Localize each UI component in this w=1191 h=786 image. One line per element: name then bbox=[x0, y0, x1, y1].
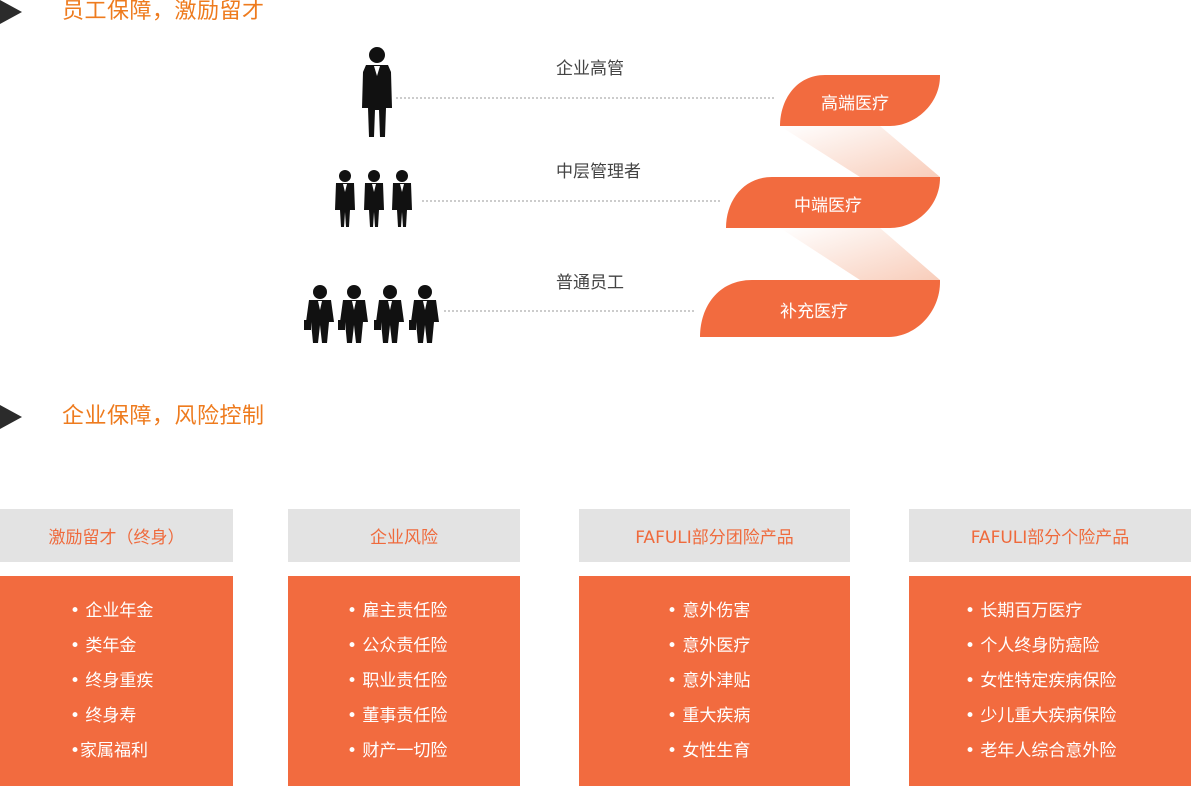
ribbon-basic bbox=[700, 280, 940, 337]
list-item: • 意外津贴 bbox=[667, 671, 751, 691]
play-arrow-icon bbox=[0, 0, 22, 24]
list-item: • 女性特定疾病保险 bbox=[965, 671, 1117, 691]
tier-label-executive: 企业高管 bbox=[556, 59, 624, 79]
list-item: • 长期百万医疗 bbox=[965, 601, 1083, 621]
ribbon-label-mid-end: 中端医疗 bbox=[794, 196, 862, 216]
four-employees-icon bbox=[304, 285, 439, 343]
list-item: • 老年人综合意外险 bbox=[965, 741, 1117, 761]
tier-diagram: 企业高管 中层管理者 普通员工 高端医疗 中端医疗 补充医疗 bbox=[0, 0, 1191, 360]
tier-label-middle-management: 中层管理者 bbox=[556, 162, 641, 182]
category-box-retention: • 企业年金 • 类年金 • 终身重疾 • 终身寿 •家属福利 bbox=[0, 576, 233, 786]
tier-label-employee: 普通员工 bbox=[556, 273, 624, 293]
tier-diagram-graphics bbox=[304, 47, 940, 343]
category-box-individual-insurance: • 长期百万医疗 • 个人终身防癌险 • 女性特定疾病保险 • 少儿重大疾病保险… bbox=[909, 576, 1191, 786]
category-box-group-insurance: • 意外伤害 • 意外医疗 • 意外津贴 • 重大疾病 • 女性生育 bbox=[579, 576, 850, 786]
category-box-enterprise-risk: • 雇主责任险 • 公众责任险 • 职业责任险 • 董事责任险 • 财产一切险 bbox=[288, 576, 520, 786]
list-item: • 企业年金 bbox=[70, 601, 154, 621]
category-header-enterprise-risk: 企业风险 bbox=[288, 509, 520, 562]
list-item: • 少儿重大疾病保险 bbox=[965, 706, 1117, 726]
play-arrow-icon bbox=[0, 405, 22, 429]
section-title: 员工保障，激励留才 bbox=[62, 0, 265, 24]
ribbon-label-basic: 补充医疗 bbox=[780, 302, 848, 322]
list-item: • 女性生育 bbox=[667, 741, 751, 761]
section-header-employee: 员工保障，激励留才 bbox=[0, 0, 400, 27]
list-item: • 意外伤害 bbox=[667, 601, 751, 621]
section-header-enterprise: 企业保障，风险控制 bbox=[0, 402, 400, 432]
section-title: 企业保障，风险控制 bbox=[62, 404, 265, 429]
ribbon-label-high-end: 高端医疗 bbox=[821, 94, 889, 114]
list-item: • 意外医疗 bbox=[667, 636, 751, 656]
list-item: • 终身重疾 bbox=[70, 671, 154, 691]
list-item: • 终身寿 bbox=[70, 706, 137, 726]
single-executive-icon bbox=[362, 47, 392, 137]
list-item: • 类年金 bbox=[70, 636, 137, 656]
list-item: •家属福利 bbox=[70, 741, 149, 761]
category-header-retention: 激励留才（终身） bbox=[0, 509, 233, 562]
list-item: • 个人终身防癌险 bbox=[965, 636, 1100, 656]
ribbon-fold-2 bbox=[780, 228, 940, 280]
list-item: • 职业责任险 bbox=[347, 671, 448, 691]
ribbon-high-end bbox=[780, 75, 940, 126]
list-item: • 重大疾病 bbox=[667, 706, 751, 726]
list-item: • 财产一切险 bbox=[347, 741, 448, 761]
category-header-group-insurance: FAFULI部分团险产品 bbox=[579, 509, 850, 562]
ribbon-fold-1 bbox=[780, 126, 940, 177]
list-item: • 雇主责任险 bbox=[347, 601, 448, 621]
list-item: • 董事责任险 bbox=[347, 706, 448, 726]
three-managers-icon bbox=[335, 170, 412, 227]
list-item: • 公众责任险 bbox=[347, 636, 448, 656]
category-header-individual-insurance: FAFULI部分个险产品 bbox=[909, 509, 1191, 562]
ribbon-mid-end bbox=[726, 177, 940, 228]
